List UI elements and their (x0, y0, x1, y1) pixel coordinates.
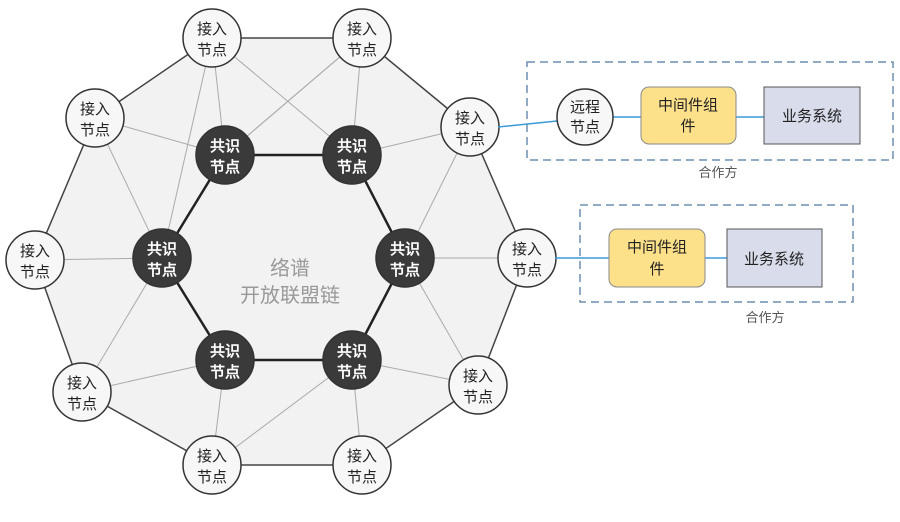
access-node-label: 节点 (20, 263, 50, 281)
access-node-label: 节点 (67, 395, 97, 413)
access-node-label: 接入 (67, 374, 97, 392)
access-node-label: 节点 (197, 41, 227, 59)
access-node-label: 接入 (197, 20, 227, 38)
access-node-label: 接入 (512, 240, 542, 258)
access-node-label: 接入 (197, 447, 227, 465)
access-node-circle (52, 362, 112, 422)
business-system-box: 业务系统 (726, 228, 823, 288)
access-node-circle (65, 88, 125, 148)
consensus-node-label: 节点 (147, 261, 177, 279)
partner-group-1: 远程 节点 中间件组 件 业务系统 合作方 (497, 61, 894, 181)
access-node-circle (448, 355, 508, 415)
access-node-circle (332, 8, 392, 68)
consensus-node-label: 共识 (337, 342, 367, 360)
consensus-node-label: 节点 (337, 158, 367, 176)
access-node-label: 节点 (347, 468, 377, 486)
consensus-node-circle (322, 125, 382, 185)
access-node-circle (5, 230, 65, 290)
remote-node-label: 远程 (570, 98, 600, 116)
consensus-node-circle (375, 228, 435, 288)
center-title-line2: 开放联盟链 (240, 283, 340, 307)
business-system-label: 业务系统 (744, 250, 804, 268)
access-node-label: 接入 (463, 367, 493, 385)
consensus-node-label: 节点 (390, 261, 420, 279)
center-title-line1: 络谱 (270, 256, 310, 280)
access-node-label: 节点 (512, 261, 542, 279)
access-node-label: 节点 (347, 41, 377, 59)
spoke-edge (161, 37, 213, 259)
partner-label: 合作方 (745, 310, 784, 326)
consensus-node-label: 节点 (337, 363, 367, 381)
middleware-label: 件 (680, 117, 695, 135)
middleware-label: 中间件组 (627, 238, 687, 256)
consensus-node-label: 共识 (147, 240, 177, 258)
partner-label: 合作方 (698, 165, 737, 181)
access-node-label: 节点 (455, 130, 485, 148)
consensus-node-label: 节点 (210, 158, 240, 176)
consensus-node-label: 共识 (337, 137, 367, 155)
spoke-edge (211, 37, 353, 156)
consensus-node-circle (195, 125, 255, 185)
access-node-label: 接入 (80, 100, 110, 118)
partner-boundary (526, 61, 894, 161)
consensus-node-label: 节点 (210, 363, 240, 381)
access-node-circle (332, 435, 392, 495)
remote-node-label: 节点 (570, 118, 600, 136)
consensus-node-label: 共识 (210, 137, 240, 155)
access-node-circle (182, 435, 242, 495)
consensus-node-label: 共识 (390, 240, 420, 258)
consensus-node-circle (132, 228, 192, 288)
middleware-box: 中间件组 件 (640, 86, 737, 145)
access-node-label: 接入 (347, 20, 377, 38)
middleware-label: 中间件组 (658, 96, 718, 114)
remote-node: 远程 节点 (556, 88, 614, 146)
access-node-label: 节点 (197, 468, 227, 486)
partner-boundary (579, 204, 854, 303)
middleware-label: 件 (649, 260, 664, 278)
access-node-label: 接入 (20, 242, 50, 260)
access-node-label: 节点 (463, 388, 493, 406)
access-node-circle (182, 8, 242, 68)
spoke-edge (224, 37, 363, 156)
consensus-node-circle (322, 330, 382, 390)
middleware-box: 中间件组 件 (608, 228, 706, 288)
business-system-box: 业务系统 (763, 86, 861, 145)
access-node-label: 接入 (347, 447, 377, 465)
access-node-label: 接入 (455, 109, 485, 127)
access-node-label: 节点 (80, 121, 110, 139)
partner-group-2: 中间件组 件 业务系统 合作方 (555, 204, 854, 326)
consensus-node-label: 共识 (210, 342, 240, 360)
business-system-label: 业务系统 (782, 107, 842, 125)
consensus-node-circle (195, 330, 255, 390)
